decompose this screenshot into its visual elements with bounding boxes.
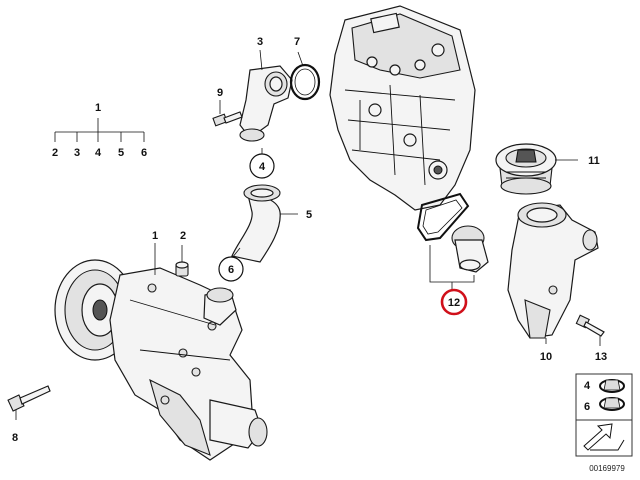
screw-13[interactable] <box>575 314 605 337</box>
screw-8-label: 8 <box>12 432 18 444</box>
hose-clamp-icon <box>599 379 625 411</box>
connector-label: 3 <box>257 36 263 48</box>
screw-13-label: 13 <box>595 351 607 363</box>
thermostat-housing-label: 10 <box>540 351 552 363</box>
o-ring-label: 7 <box>294 36 300 48</box>
sub-4-label: 4 <box>95 147 102 159</box>
sub-2-label: 2 <box>52 147 58 159</box>
clamp-4-label: 4 <box>259 161 266 173</box>
legend-clamp-4-label: 4 <box>584 380 591 392</box>
screw-9-label: 9 <box>217 87 223 99</box>
clamp-6-label: 6 <box>228 264 234 276</box>
bushing-label: 2 <box>180 230 186 242</box>
sub-5-label: 5 <box>118 147 124 159</box>
thermostat[interactable] <box>451 225 489 273</box>
assembly-top-label: 1 <box>95 102 101 114</box>
coolant-hose[interactable] <box>231 184 281 263</box>
water-pump-label: 1 <box>152 230 158 242</box>
thermostat-gasket[interactable] <box>416 192 470 242</box>
thermostat-kit-label: 12 <box>448 297 460 309</box>
highlight-ring <box>440 288 468 316</box>
diagram-id: 00169979 <box>589 464 625 473</box>
hose-label: 5 <box>306 209 312 221</box>
engine-block <box>329 5 476 211</box>
cap[interactable] <box>495 143 557 195</box>
clamp-6-marker[interactable]: 6 <box>218 256 244 282</box>
clamp-4-marker[interactable]: 4 <box>249 153 275 179</box>
thermostat-kit-marker[interactable]: 12 <box>440 288 468 316</box>
bushing[interactable] <box>175 261 189 277</box>
arrow-icon <box>583 423 625 451</box>
sub-3-label: 3 <box>74 147 80 159</box>
screw-9[interactable] <box>212 111 243 127</box>
coolant-connector[interactable] <box>239 65 293 142</box>
screw-8[interactable] <box>7 385 51 412</box>
o-ring[interactable] <box>289 63 321 101</box>
cap-label: 11 <box>588 155 600 167</box>
leader-lines <box>15 49 601 420</box>
clamp-legend: 4 6 <box>575 373 633 457</box>
thermostat-housing[interactable] <box>507 202 599 339</box>
legend-clamp-6-label: 6 <box>584 401 590 413</box>
sub-6-label: 6 <box>141 147 147 159</box>
water-pump[interactable] <box>54 259 268 461</box>
